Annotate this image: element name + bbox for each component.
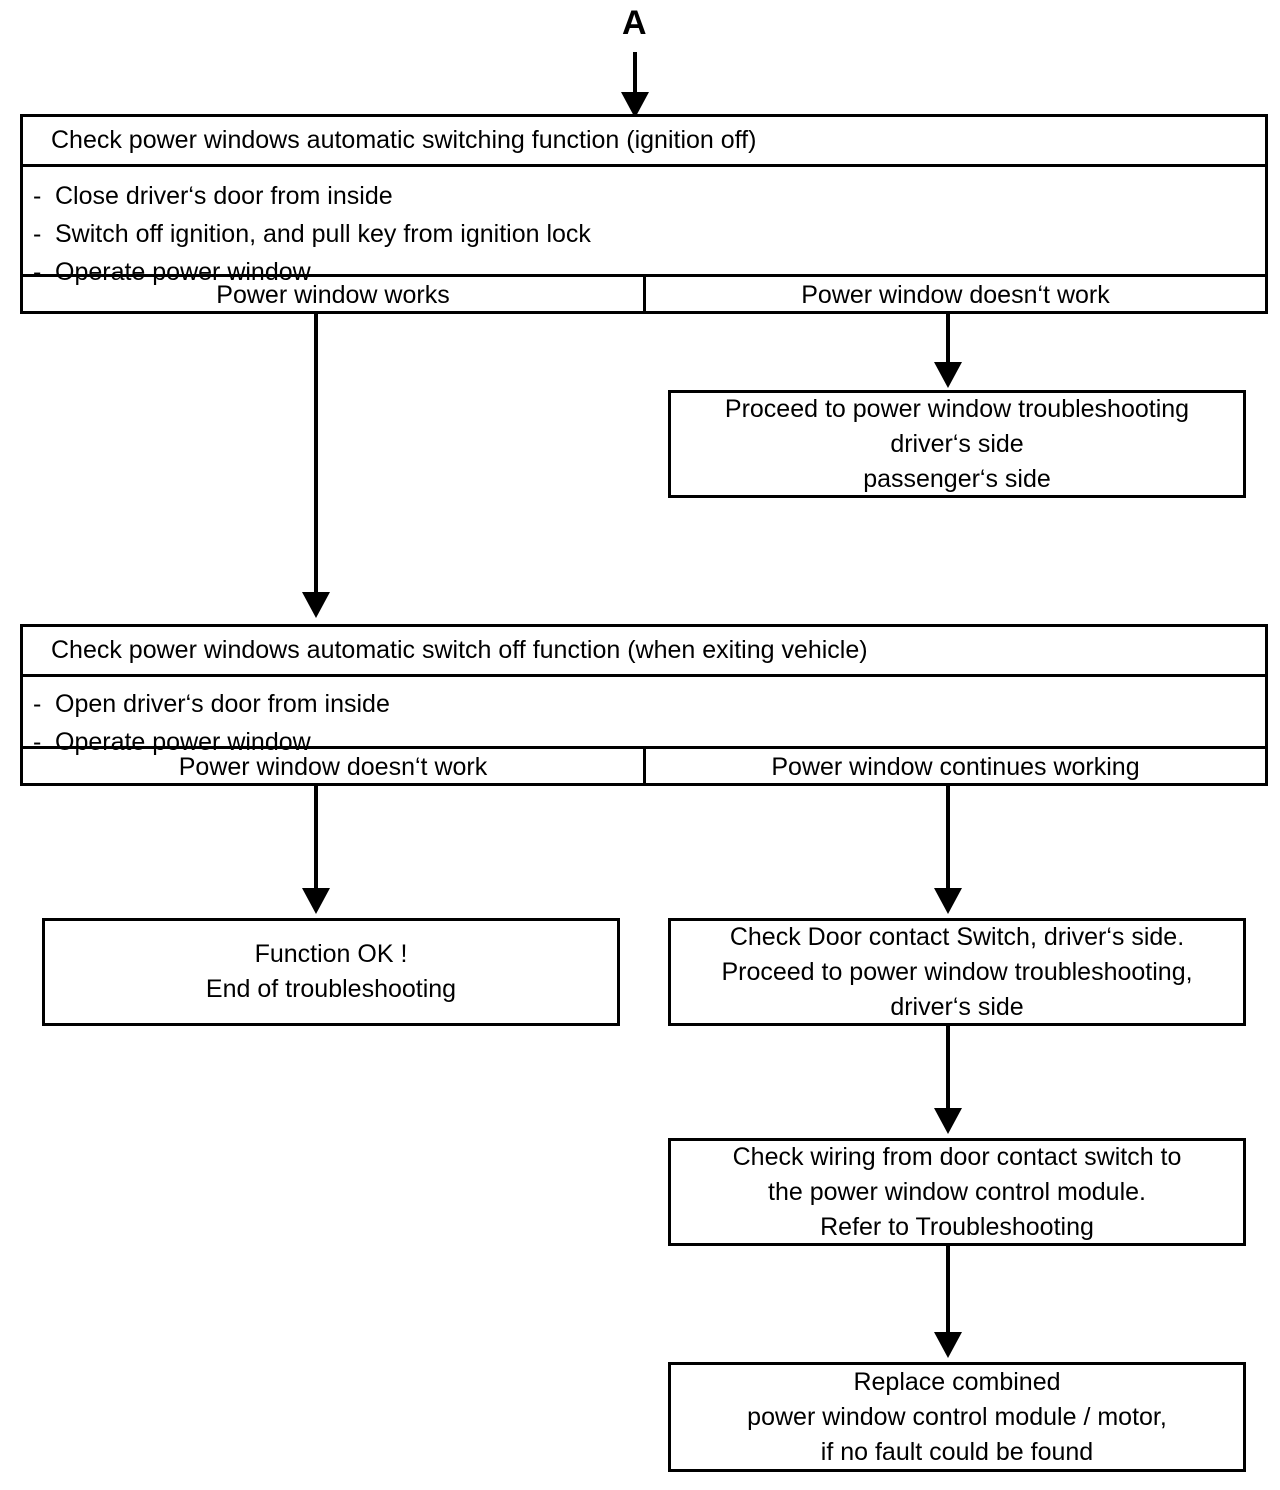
proceed-troubleshooting-line-2: driver‘s side <box>890 429 1024 458</box>
list-item-label: Close driver‘s door from inside <box>55 182 393 210</box>
connector-step1-right-arrow <box>934 362 962 388</box>
step1-header-text: Check power windows automatic switching … <box>51 126 757 154</box>
list-item: -Operate power window <box>33 253 591 291</box>
function-ok-line-1: Function OK ! <box>254 940 408 968</box>
bullet-dash-icon: - <box>33 690 42 718</box>
step1-instructions-band: -Close driver‘s door from inside -Switch… <box>23 164 1265 286</box>
entry-arrow-line <box>633 52 637 104</box>
check-wiring-line-1: Check wiring from door contact switch to <box>732 1142 1182 1171</box>
step2-outcome-band: Power window doesn‘t work Power window c… <box>23 746 1265 786</box>
check-wiring-line-3: Refer to Troubleshooting <box>820 1212 1094 1241</box>
step2-box: Check power windows automatic switch off… <box>20 624 1268 786</box>
check-door-switch-line-3: driver‘s side <box>890 992 1024 1021</box>
connector-wiring-to-replace-arrow <box>934 1332 962 1358</box>
connector-step2-right-line <box>946 786 950 892</box>
bullet-dash-icon: - <box>33 258 42 286</box>
step1-header-band: Check power windows automatic switching … <box>23 117 1265 164</box>
connector-door-to-wiring-arrow <box>934 1108 962 1134</box>
connector-step1-left-arrow <box>302 592 330 618</box>
list-item: -Open driver‘s door from inside <box>33 685 390 723</box>
step1-outcome-band: Power window works Power window doesn‘t … <box>23 274 1265 314</box>
list-item-label: Operate power window <box>55 728 311 756</box>
list-item-label: Switch off ignition, and pull key from i… <box>55 220 591 248</box>
replace-module-line-1: Replace combined <box>853 1367 1061 1396</box>
step1-outcome-right[interactable]: Power window doesn‘t work <box>643 277 1265 314</box>
connector-door-to-wiring-line <box>946 1026 950 1114</box>
list-item: -Operate power window <box>33 723 390 761</box>
step2-outcome-right[interactable]: Power window continues working <box>643 749 1265 786</box>
step2-instruction-list: -Open driver‘s door from inside -Operate… <box>33 685 390 761</box>
step2-outcome-left[interactable]: Power window doesn‘t work <box>178 753 488 781</box>
proceed-troubleshooting-line-1: Proceed to power window troubleshooting <box>724 394 1190 423</box>
list-item: -Switch off ignition, and pull key from … <box>33 215 591 253</box>
check-door-switch-line-2: Proceed to power window troubleshooting, <box>721 957 1193 986</box>
check-door-switch-box: Check Door contact Switch, driver‘s side… <box>668 918 1246 1026</box>
function-ok-line-2: End of troubleshooting <box>205 975 457 1003</box>
entry-arrow-head <box>621 92 649 118</box>
bullet-dash-icon: - <box>33 182 42 210</box>
replace-module-line-2: power window control module / motor, <box>747 1402 1167 1431</box>
check-wiring-line-2: the power window control module. <box>768 1177 1146 1206</box>
function-ok-box: Function OK ! End of troubleshooting <box>42 918 620 1026</box>
check-door-switch-line-1: Check Door contact Switch, driver‘s side… <box>729 922 1185 951</box>
step1-box: Check power windows automatic switching … <box>20 114 1268 314</box>
connector-step1-left-line <box>314 314 318 598</box>
bullet-dash-icon: - <box>33 728 42 756</box>
list-item-label: Operate power window <box>55 258 311 286</box>
connector-step1-right-line <box>946 314 950 368</box>
proceed-troubleshooting-box: Proceed to power window troubleshooting … <box>668 390 1246 498</box>
list-item-label: Open driver‘s door from inside <box>55 690 390 718</box>
step2-instructions-band: -Open driver‘s door from inside -Operate… <box>23 674 1265 756</box>
connector-step2-right-arrow <box>934 888 962 914</box>
connector-wiring-to-replace-line <box>946 1246 950 1338</box>
step1-outcome-left[interactable]: Power window works <box>216 281 450 309</box>
bullet-dash-icon: - <box>33 220 42 248</box>
connector-step2-left-arrow <box>302 888 330 914</box>
proceed-troubleshooting-line-3: passenger‘s side <box>863 464 1051 493</box>
step2-header-text: Check power windows automatic switch off… <box>51 636 868 664</box>
replace-module-box: Replace combined power window control mo… <box>668 1362 1246 1472</box>
connector-step2-left-line <box>314 786 318 892</box>
connector-label-a: A <box>622 4 648 42</box>
step1-instruction-list: -Close driver‘s door from inside -Switch… <box>33 177 591 291</box>
replace-module-line-3: if no fault could be found <box>820 1437 1094 1466</box>
check-wiring-box: Check wiring from door contact switch to… <box>668 1138 1246 1246</box>
list-item: -Close driver‘s door from inside <box>33 177 591 215</box>
step2-header-band: Check power windows automatic switch off… <box>23 627 1265 674</box>
